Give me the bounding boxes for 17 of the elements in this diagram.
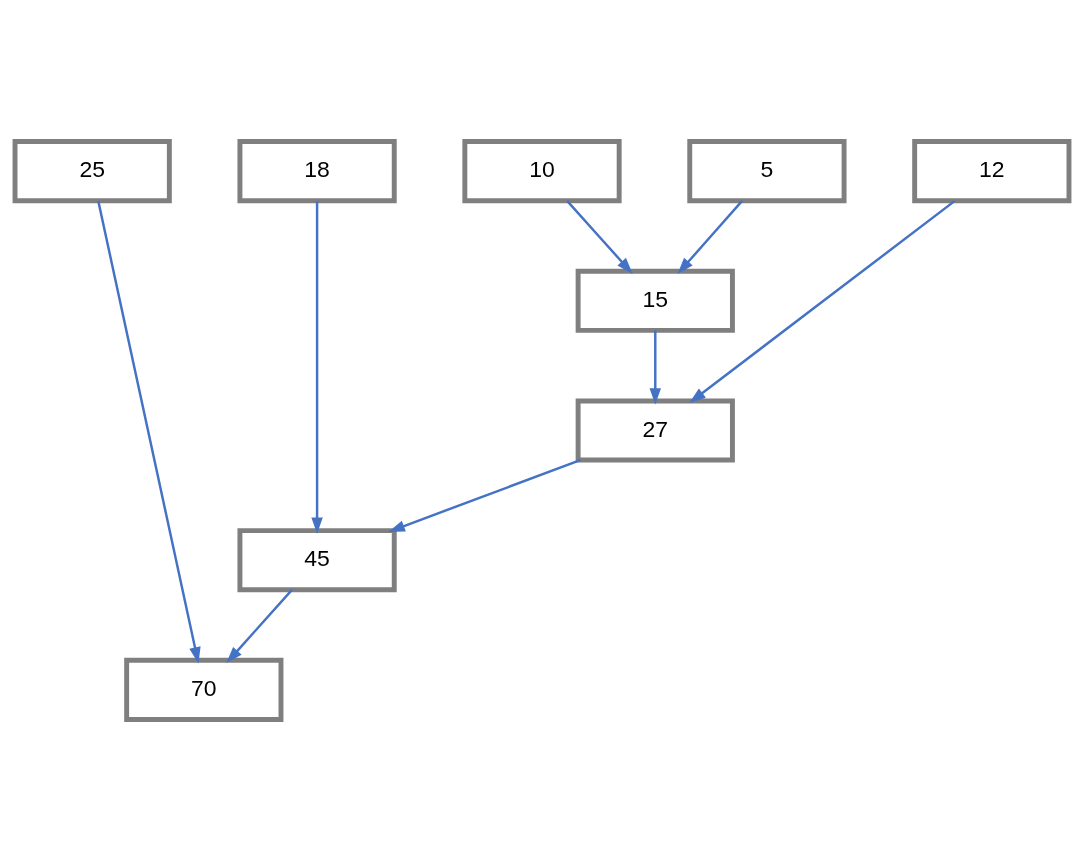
arrow (97, 200, 201, 663)
node-box: 10 (462, 138, 622, 203)
arrow (311, 200, 323, 534)
arrow (566, 199, 633, 274)
node-box: 70 (124, 657, 284, 722)
arrow (649, 330, 662, 405)
arrow (226, 588, 293, 663)
node-box: 25 (12, 138, 172, 203)
arrow (689, 199, 956, 403)
node-box: 27 (575, 398, 735, 462)
arrow (388, 458, 581, 532)
arrow (677, 199, 744, 274)
node-box: 45 (237, 527, 397, 592)
node-box: 18 (237, 138, 397, 203)
node-box: 15 (575, 268, 735, 333)
node-box: 12 (912, 138, 1072, 203)
node-box: 5 (687, 138, 847, 203)
